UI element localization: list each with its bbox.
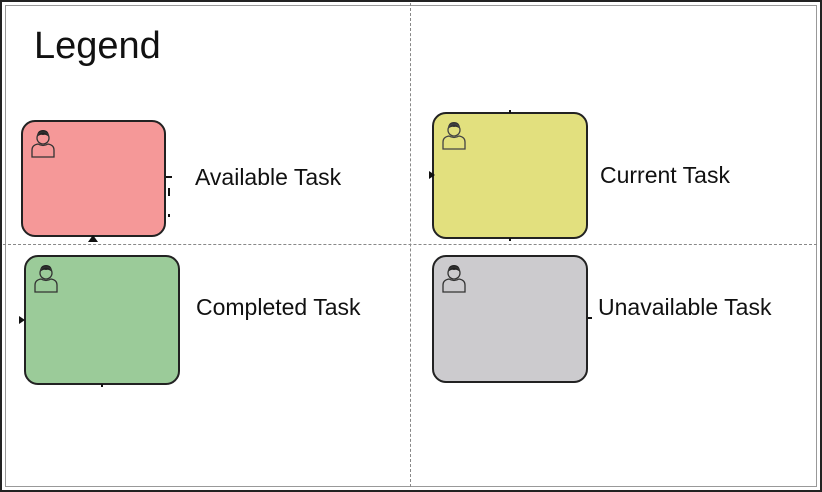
legend-title: Legend: [34, 25, 161, 67]
available-task-label: Available Task: [195, 164, 342, 190]
user-icon: [442, 122, 466, 150]
connector-stub: [101, 384, 103, 387]
connector-stub: [588, 317, 592, 319]
connector-arrow: [19, 316, 25, 324]
unavailable-task-box[interactable]: [432, 255, 588, 383]
user-icon: [31, 130, 55, 158]
unavailable-task-label: Unavailable Task: [598, 294, 772, 320]
diagram-inner-border: [5, 5, 817, 487]
connector-arrow: [88, 235, 98, 242]
completed-task-box[interactable]: [24, 255, 180, 385]
connector-stub: [168, 188, 170, 196]
current-task-label: Current Task: [600, 162, 730, 188]
connector-arrow: [429, 171, 435, 179]
current-task-box[interactable]: [432, 112, 588, 239]
connector-stub: [166, 176, 172, 178]
horizontal-divider: [3, 244, 817, 245]
connector-stub: [509, 110, 511, 113]
available-task-box[interactable]: [21, 120, 166, 237]
connector-stub: [168, 214, 170, 217]
user-icon: [34, 265, 58, 293]
vertical-divider: [410, 3, 411, 487]
connector-stub: [509, 238, 511, 241]
user-icon: [442, 265, 466, 293]
completed-task-label: Completed Task: [196, 294, 361, 320]
